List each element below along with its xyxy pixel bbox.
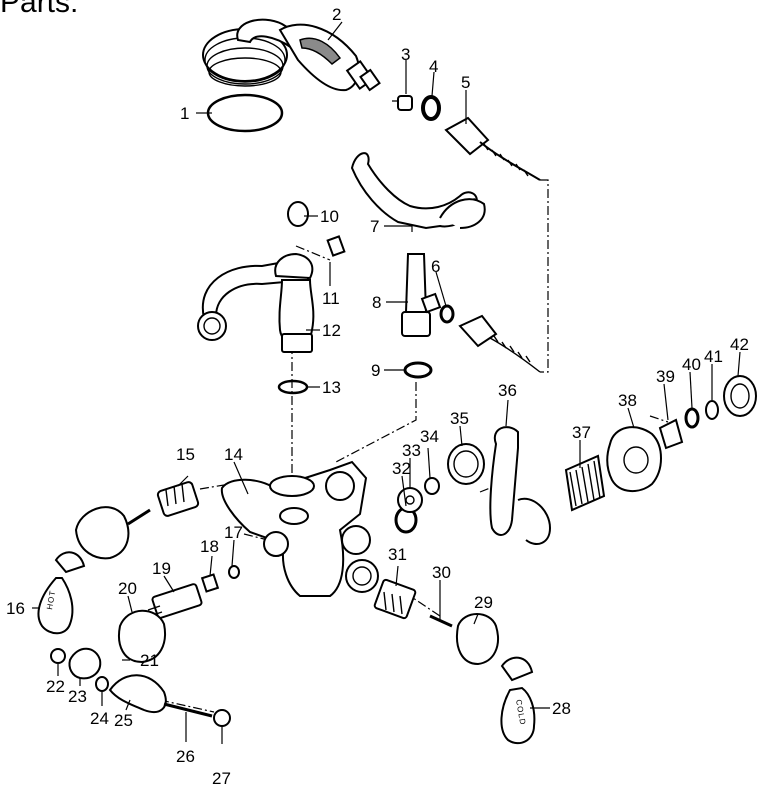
hot-label: HOT: [45, 589, 57, 610]
callout-3: 3: [401, 45, 410, 64]
callout-10: 10: [320, 207, 339, 226]
callout-29: 29: [474, 593, 493, 612]
callout-labels: 1 2 3 4 5 6 7 8 9 10 11 12 13 14 15 16 1…: [6, 5, 749, 788]
callout-38: 38: [618, 391, 637, 410]
callout-7: 7: [370, 217, 379, 236]
callout-39: 39: [656, 367, 675, 386]
hose-washers: [397, 95, 441, 121]
callout-18: 18: [200, 537, 219, 556]
cartridge-15: [156, 481, 200, 517]
callout-22: 22: [46, 677, 65, 696]
riser-bracket: [350, 152, 486, 230]
hose-end-top: [444, 116, 541, 181]
callout-1: 1: [180, 104, 189, 123]
hand-shower: [202, 18, 381, 92]
nut-18: [200, 573, 220, 593]
shroud-hot: [74, 506, 130, 560]
callout-16: 16: [6, 599, 25, 618]
callout-27: 27: [212, 769, 231, 788]
washer-6: [439, 304, 455, 324]
spout-assembly: [197, 201, 346, 353]
washer-41: [705, 400, 719, 420]
callout-40: 40: [682, 355, 701, 374]
diverter-lever-36: [489, 426, 552, 545]
screw-top-left: [127, 508, 151, 526]
cap-27: [213, 709, 231, 727]
callout-33: 33: [402, 441, 421, 460]
callout-24: 24: [90, 709, 109, 728]
callout-23: 23: [68, 687, 87, 706]
hub-23: [68, 647, 102, 680]
hot-handle: HOT: [37, 551, 86, 635]
cartridge-19: [147, 583, 203, 619]
shroud-20: [118, 609, 166, 664]
o-ring-1: [206, 93, 284, 133]
callout-17: 17: [224, 523, 243, 542]
flange-38: [606, 426, 662, 492]
callout-36: 36: [498, 381, 517, 400]
callout-21: 21: [140, 651, 159, 670]
o-ring-17: [228, 565, 240, 579]
washer-40: [684, 407, 700, 429]
callout-37: 37: [572, 423, 591, 442]
callout-12: 12: [322, 321, 341, 340]
rod-26: [163, 702, 213, 718]
o-ring-34: [424, 477, 440, 495]
page-heading: Parts:: [0, 0, 79, 19]
callout-4: 4: [429, 57, 438, 76]
callout-34: 34: [420, 427, 439, 446]
callout-11: 11: [322, 289, 340, 308]
ring-nut-35: [447, 443, 485, 485]
disc-33: [397, 487, 423, 513]
callout-8: 8: [372, 293, 381, 312]
callout-26: 26: [176, 747, 195, 766]
callout-2: 2: [332, 5, 341, 24]
lever-25: [108, 674, 167, 713]
riser-tube: [401, 253, 442, 337]
cap-22: [50, 648, 66, 664]
cartridge-31: [373, 578, 417, 620]
nut-42: [723, 375, 757, 417]
callout-41: 41: [704, 347, 723, 366]
nut-24: [95, 676, 109, 692]
callout-32: 32: [392, 459, 411, 478]
callout-28: 28: [552, 699, 571, 718]
shroud-29: [456, 613, 499, 666]
assembly-lines: [159, 100, 669, 713]
callout-20: 20: [118, 579, 137, 598]
callout-42: 42: [730, 335, 749, 354]
o-ring-13: [277, 379, 309, 395]
washer-9: [403, 361, 433, 379]
callout-6: 6: [431, 257, 440, 276]
callout-14: 14: [224, 445, 243, 464]
hose-end-bottom: [458, 314, 541, 373]
callout-30: 30: [432, 563, 451, 582]
callout-9: 9: [371, 361, 380, 380]
threaded-sleeve-37: [564, 454, 606, 512]
valve-body: [220, 460, 379, 597]
screw-30: [429, 614, 453, 628]
olive-39: [658, 418, 684, 450]
cold-label: COLD: [514, 699, 527, 726]
callout-19: 19: [152, 559, 171, 578]
cold-handle: COLD: [500, 656, 536, 745]
callout-25: 25: [114, 711, 133, 730]
callout-31: 31: [388, 545, 407, 564]
callout-35: 35: [450, 409, 469, 428]
leader-lines: [32, 21, 741, 744]
callout-15: 15: [176, 445, 195, 464]
callout-5: 5: [461, 73, 470, 92]
callout-13: 13: [322, 378, 341, 397]
